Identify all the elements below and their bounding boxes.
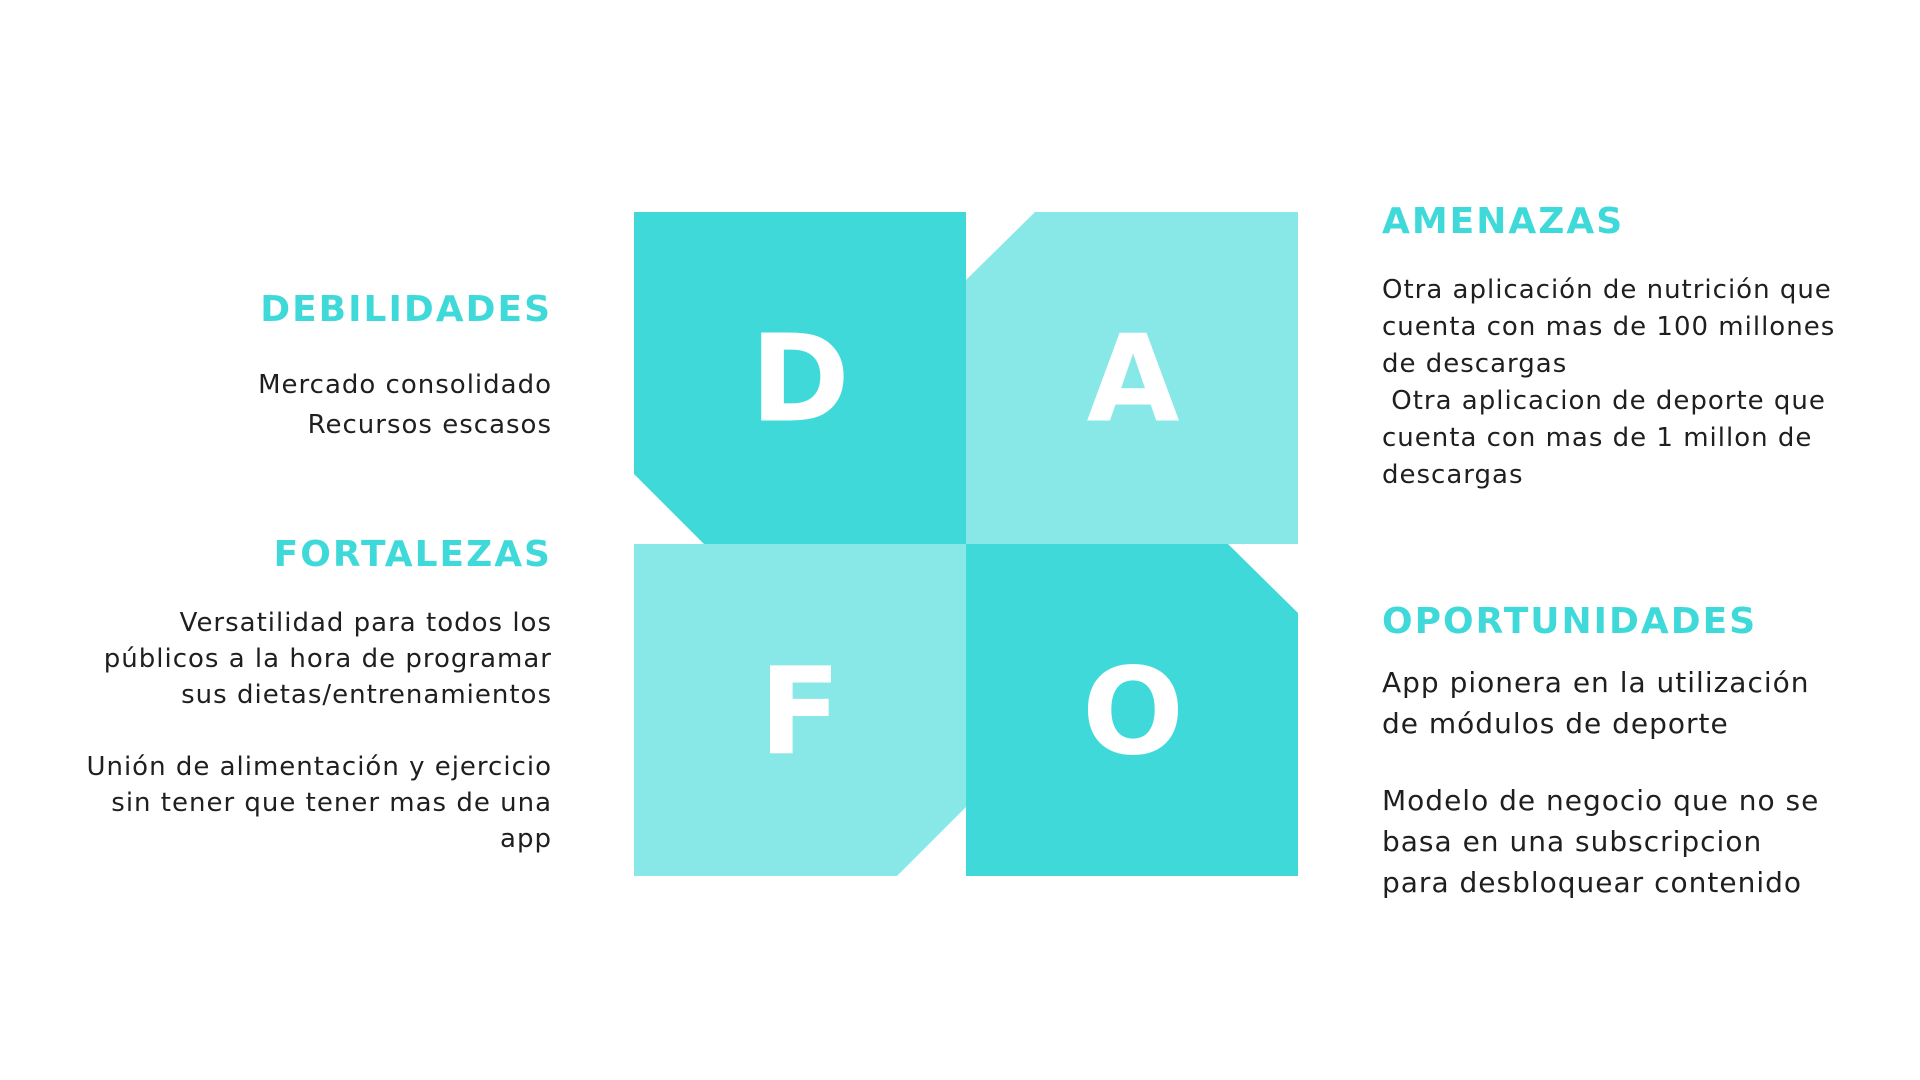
fortalezas-line: públicos a la hora de programar <box>103 644 552 674</box>
quadrant-d-letter: D <box>750 311 850 450</box>
fortalezas-line: sin tener que tener mas de una <box>111 788 552 818</box>
oportunidades-text: App pionera en la utilización de módulos… <box>1382 662 1819 903</box>
debilidades-line: Mercado consolidado <box>258 370 552 400</box>
quadrant-d-shape <box>634 212 966 544</box>
amenazas-line: Otra aplicación de nutrición que <box>1382 275 1832 305</box>
amenazas-heading: AMENAZAS <box>1382 201 1625 242</box>
amenazas-text: Otra aplicación de nutrición que cuenta … <box>1382 272 1835 494</box>
oportunidades-line: Modelo de negocio que no se <box>1382 784 1820 817</box>
quadrant-o: O <box>966 544 1298 876</box>
quadrant-a: A <box>966 212 1298 544</box>
amenazas-line: descargas <box>1382 460 1524 490</box>
quadrant-a-shape <box>966 212 1298 544</box>
oportunidades-line: App pionera en la utilización <box>1382 666 1810 699</box>
oportunidades-line: de módulos de deporte <box>1382 707 1729 740</box>
fortalezas-heading: FORTALEZAS <box>273 534 552 575</box>
debilidades-text: Mercado consolidado Recursos escasos <box>258 365 552 445</box>
quadrant-o-shape <box>966 544 1298 876</box>
quadrant-a-letter: A <box>1087 311 1180 450</box>
quadrant-o-letter: O <box>1082 644 1184 783</box>
oportunidades-line: basa en una subscripcion <box>1382 825 1763 858</box>
fortalezas-line: Versatilidad para todos los <box>179 608 552 638</box>
fortalezas-line: Unión de alimentación y ejercicio <box>86 752 552 782</box>
fortalezas-line: app <box>500 824 552 854</box>
fortalezas-spacer <box>86 713 552 749</box>
quadrant-f-shape <box>634 544 966 876</box>
amenazas-line: cuenta con mas de 100 millones <box>1382 312 1836 342</box>
quadrant-f-letter: F <box>759 644 841 783</box>
quadrant-f: F <box>634 544 966 876</box>
oportunidades-line: para desbloquear contenido <box>1382 866 1802 899</box>
amenazas-line: cuenta con mas de 1 millon de <box>1382 423 1813 453</box>
oportunidades-spacer <box>1382 744 1819 780</box>
fortalezas-text: Versatilidad para todos los públicos a l… <box>86 605 552 857</box>
amenazas-line: de descargas <box>1382 349 1568 379</box>
debilidades-heading: DEBILIDADES <box>260 289 552 330</box>
debilidades-line: Recursos escasos <box>307 410 552 440</box>
quadrant-d: D <box>634 212 966 544</box>
oportunidades-heading: OPORTUNIDADES <box>1382 601 1758 642</box>
amenazas-line: Otra aplicacion de deporte que <box>1382 386 1826 416</box>
fortalezas-line: sus dietas/entrenamientos <box>181 680 552 710</box>
